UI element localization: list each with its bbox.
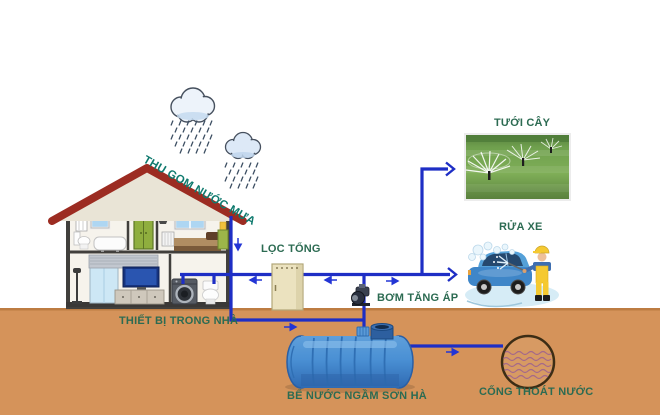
tv-cabinet [114,289,165,305]
carwash-image [465,241,559,308]
hose [466,300,523,308]
tv [122,266,160,290]
drainage-outlet [500,334,556,390]
soap-bubbles [468,241,515,261]
pipe-roof-downpipe [229,216,364,322]
pipe-arrowhead-sprinkler [445,161,456,177]
rain-drops-small [224,162,259,189]
tank-inlet-fitting [356,326,370,337]
rain-cloud-large [170,87,216,123]
spray-wand [507,262,526,272]
washer-person [493,245,551,301]
bathtub [93,236,127,251]
label-plant-watering: TƯỚI CÂY [494,117,551,129]
label-booster-pump: BƠM TĂNG ÁP [377,292,459,304]
bed [174,232,221,251]
underground-tank [285,323,415,393]
booster-pump [351,284,370,306]
label-drainage: CỐNG THOÁT NƯỚC [479,386,594,398]
label-filter: LỌC TỔNG [261,243,321,255]
radiator [161,231,175,247]
nightstand-lamp [217,221,229,250]
floor-lamp [72,268,82,304]
toilet [73,231,91,250]
pipe-sprinkler-branch [420,167,448,275]
label-indoor-equipment: THIẾT BỊ TRONG NHÀ [119,315,239,327]
filter-box [271,263,304,311]
house-base [66,302,230,307]
water-waves [503,350,553,380]
roof [48,164,247,225]
rain-drops-large [170,120,213,154]
sprinkler-image [464,133,571,201]
flow-arrows [233,238,460,357]
rain-cloud-small [224,131,262,160]
living-room-group [72,254,165,305]
pipe-arrowhead-carwash [447,267,458,282]
label-underground-tank: BỂ NƯỚC NGẦM SƠN HÀ [287,390,427,402]
tank-neck [370,323,394,340]
window-blinds [88,254,159,269]
label-car-wash: RỬA XE [499,221,543,233]
house [66,207,230,309]
utility-room-group [171,278,219,305]
washing-machine [171,278,198,305]
